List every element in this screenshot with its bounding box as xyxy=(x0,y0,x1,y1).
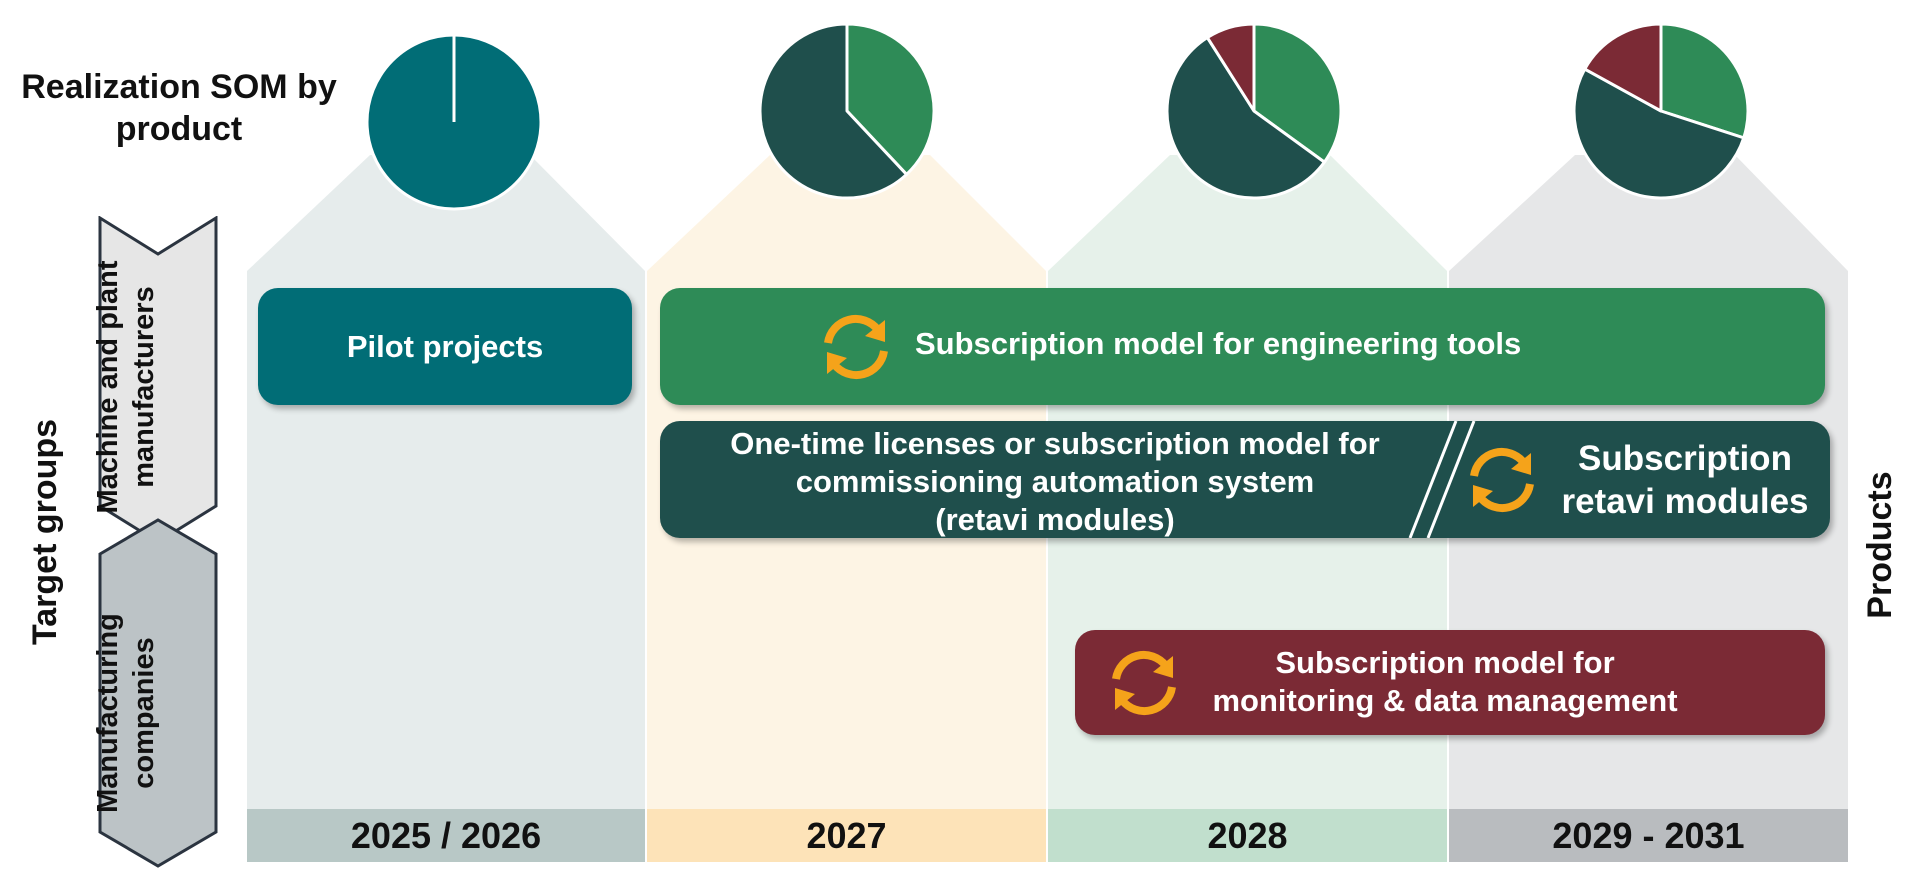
sync-icon xyxy=(1112,650,1176,716)
retavi-modules-box: One-time licenses or subscription model … xyxy=(660,421,1830,538)
year-label-2: 2027 xyxy=(647,809,1046,862)
onetime-licenses-text: One-time licenses or subscription model … xyxy=(660,425,1450,539)
pie-slice xyxy=(1252,22,1343,164)
pie-slice xyxy=(758,22,909,200)
sync-icon xyxy=(824,314,888,380)
chevron-top-line1: Machine and plant xyxy=(92,260,124,514)
subscription-retavi-line2: retavi modules xyxy=(1561,482,1809,521)
chevron-top-line2: manufacturers xyxy=(128,286,160,488)
pilot-projects-label: Pilot projects xyxy=(346,328,544,364)
year-label-3: 2028 xyxy=(1048,809,1447,862)
chevron-top-label: Machine and plant manufacturers xyxy=(90,242,170,532)
pie-slice xyxy=(1205,22,1256,113)
funnel-col-3 xyxy=(1048,155,1447,271)
chevron-bottom-label: Manufacturing companies xyxy=(90,568,170,858)
pie-slice xyxy=(1165,36,1326,200)
pie-slice xyxy=(1659,22,1750,140)
target-groups-label: Target groups xyxy=(26,418,64,645)
divider-slash xyxy=(1408,421,1476,538)
year-label-4: 2029 - 2031 xyxy=(1449,809,1848,862)
chevron-bottom-line1: Manufacturing xyxy=(92,613,124,813)
sync-icon xyxy=(1470,447,1534,513)
year-label-1: 2025 / 2026 xyxy=(247,809,645,862)
monitoring-box: Subscription model for monitoring & data… xyxy=(1075,630,1825,735)
pie-chart-2028 xyxy=(1165,22,1343,200)
engineering-tools-box: Subscription model for engineering tools xyxy=(660,288,1825,405)
products-label: Products xyxy=(1861,471,1899,619)
funnel-col-1 xyxy=(247,155,645,271)
pie-slice xyxy=(845,22,936,176)
pie-chart-2029-2031 xyxy=(1572,22,1750,200)
engineering-tools-label: Subscription model for engineering tools xyxy=(915,326,1522,361)
pie-slice xyxy=(1572,67,1746,200)
subscription-retavi-text: Subscription retavi modules xyxy=(1540,437,1830,523)
funnel-col-2 xyxy=(647,155,1046,271)
monitoring-text: Subscription model for monitoring & data… xyxy=(1185,644,1705,720)
chevron-machine-manufacturers xyxy=(98,216,218,544)
onetime-line2: commissioning automation system xyxy=(795,464,1315,499)
monitoring-line2: monitoring & data management xyxy=(1212,683,1678,718)
pie-slice xyxy=(1583,22,1663,113)
onetime-line1: One-time licenses or subscription model … xyxy=(730,426,1380,461)
chevron-manufacturing-companies xyxy=(98,518,218,868)
pilot-projects-box: Pilot projects xyxy=(258,288,632,405)
chevron-bottom-line2: companies xyxy=(128,637,160,789)
funnel-col-4 xyxy=(1449,155,1848,271)
pie-chart-2027 xyxy=(758,22,936,200)
pie-chart-2025-2026 xyxy=(365,33,543,211)
subscription-retavi-line1: Subscription xyxy=(1578,439,1792,478)
monitoring-line1: Subscription model for xyxy=(1275,645,1615,680)
onetime-line3: (retavi modules) xyxy=(935,502,1175,537)
som-title: Realization SOM by product xyxy=(21,68,337,148)
